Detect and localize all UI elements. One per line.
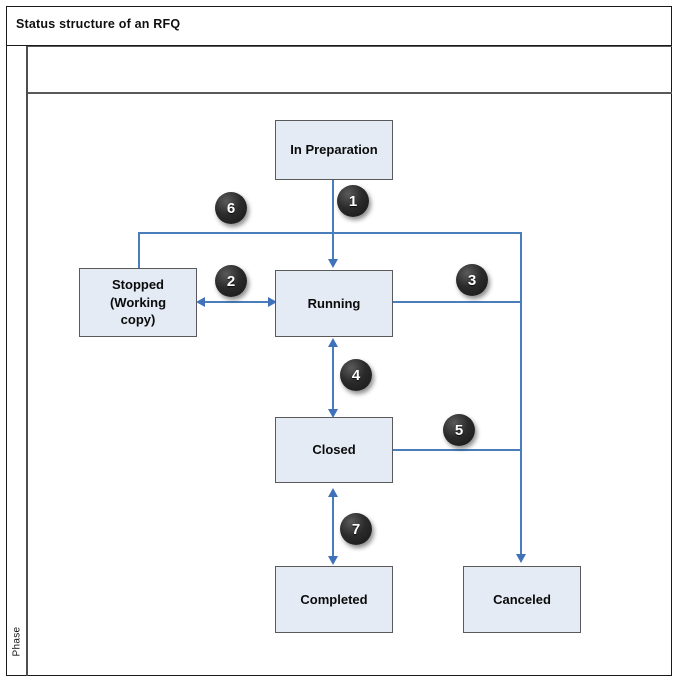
node-closed[interactable]: Closed: [275, 417, 393, 483]
diagram-frame: [6, 6, 672, 676]
transition-badge-6[interactable]: 6: [215, 192, 247, 224]
transition-badge-1[interactable]: 1: [337, 185, 369, 217]
edge-7-segment: [332, 495, 334, 558]
edge-1-segment-vertical: [332, 180, 334, 234]
edge-7-arrowhead-up: [328, 488, 338, 497]
edge-2-arrowhead-left: [196, 297, 205, 307]
diagram-title-bar: [6, 6, 672, 46]
transition-badge-4[interactable]: 4: [340, 359, 372, 391]
node-completed-label: Completed: [300, 591, 368, 607]
node-running[interactable]: Running: [275, 270, 393, 337]
header-divider-bottom: [28, 92, 672, 94]
node-in-preparation-label: In Preparation: [290, 142, 378, 158]
phase-lane-column: Phase: [6, 46, 28, 676]
transition-badge-7[interactable]: 7: [340, 513, 372, 545]
edge-4-arrowhead-down: [328, 409, 338, 418]
edge-4-segment: [332, 345, 334, 411]
phase-lane-label: Phase: [11, 626, 23, 657]
edge-5-segment: [393, 449, 521, 451]
node-stopped[interactable]: Stopped (Working copy): [79, 268, 197, 337]
node-stopped-label-line1: Stopped: [112, 277, 164, 293]
edge-2-segment: [203, 301, 269, 303]
edge-7-arrowhead-down: [328, 556, 338, 565]
transition-badge-2[interactable]: 2: [215, 265, 247, 297]
edge-3-segment-top: [332, 232, 521, 234]
node-stopped-label-line3: copy): [120, 312, 156, 328]
node-stopped-label-line2: (Working: [109, 294, 167, 310]
transition-badge-5[interactable]: 5: [443, 414, 475, 446]
edge-3-segment-from-running: [393, 301, 521, 303]
edge-3-segment-vertical: [520, 232, 522, 557]
transition-badge-3[interactable]: 3: [456, 264, 488, 296]
edge-4-arrowhead-up: [328, 338, 338, 347]
node-in-preparation[interactable]: In Preparation: [275, 120, 393, 180]
node-completed[interactable]: Completed: [275, 566, 393, 633]
header-divider-top: [28, 46, 672, 47]
node-canceled-label: Canceled: [493, 591, 551, 607]
page-title: Status structure of an RFQ: [16, 17, 181, 31]
node-running-label: Running: [307, 295, 361, 311]
edge-2-arrowhead-right: [268, 297, 277, 307]
edge-1-arrowhead: [328, 259, 338, 268]
node-closed-label: Closed: [312, 442, 356, 458]
node-canceled[interactable]: Canceled: [463, 566, 581, 633]
edge-6-segment-vertical: [138, 232, 140, 268]
edge-1-segment-drop: [332, 232, 334, 262]
edge-3-arrowhead: [516, 554, 526, 563]
edge-6-segment-horizontal: [139, 232, 333, 234]
